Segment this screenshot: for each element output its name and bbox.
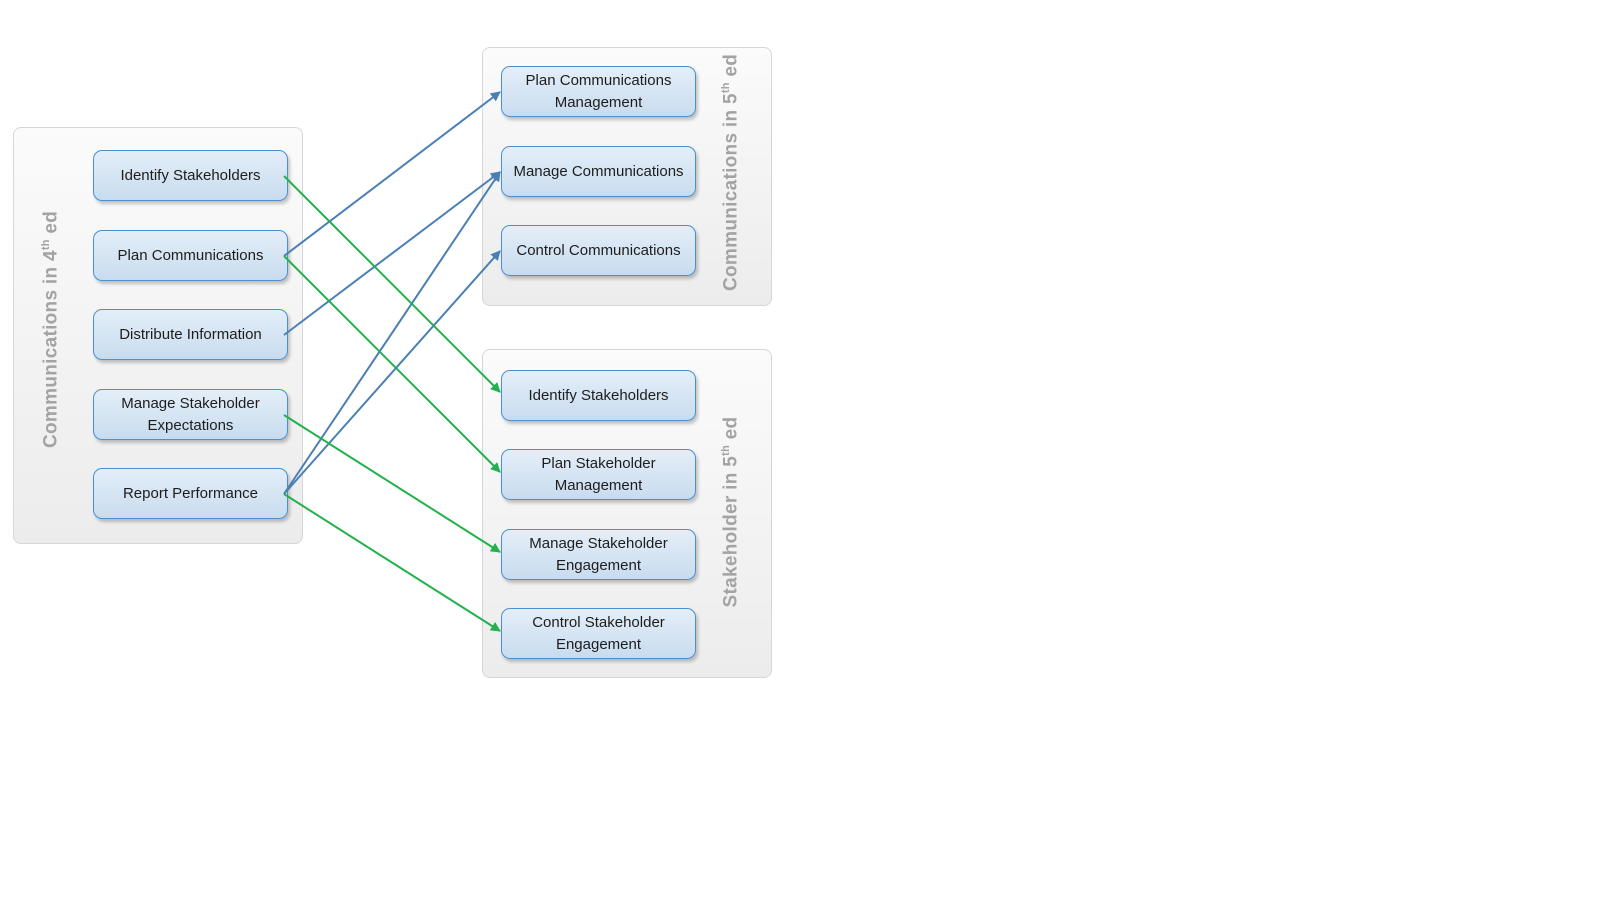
connector-green-5	[283, 255, 501, 473]
node-manage-stakeholder-engagement-5th[interactable]: Manage Stakeholder Engagement	[501, 529, 696, 580]
node-control-stakeholder-engagement-5th[interactable]: Control Stakeholder Engagement	[501, 608, 696, 659]
group-title-stakeholder-5th-ed: Stakeholder in 5th ed	[720, 416, 742, 608]
node-distribute-information-4th[interactable]: Distribute Information	[93, 309, 288, 360]
group-title-communications-4th-ed: Communications in 4th ed	[40, 210, 62, 448]
connector-blue-0	[283, 91, 501, 257]
connector-green-4	[283, 175, 501, 393]
connector-green-6	[283, 414, 501, 553]
node-identify-stakeholders-4th[interactable]: Identify Stakeholders	[93, 150, 288, 201]
connector-blue-3	[283, 250, 501, 495]
node-plan-communications-management-5th[interactable]: Plan Communications Management	[501, 66, 696, 117]
node-plan-stakeholder-management-5th[interactable]: Plan Stakeholder Management	[501, 449, 696, 500]
node-control-communications-5th[interactable]: Control Communications	[501, 225, 696, 276]
node-manage-communications-5th[interactable]: Manage Communications	[501, 146, 696, 197]
connector-green-7	[283, 493, 501, 632]
node-manage-stakeholder-expectations-4th[interactable]: Manage Stakeholder Expectations	[93, 389, 288, 440]
connector-blue-2	[283, 171, 501, 495]
node-report-performance-4th[interactable]: Report Performance	[93, 468, 288, 519]
connector-blue-1	[283, 171, 501, 336]
node-plan-communications-4th[interactable]: Plan Communications	[93, 230, 288, 281]
group-title-communications-5th-ed: Communications in 5th ed	[720, 53, 742, 291]
node-identify-stakeholders-5th[interactable]: Identify Stakeholders	[501, 370, 696, 421]
